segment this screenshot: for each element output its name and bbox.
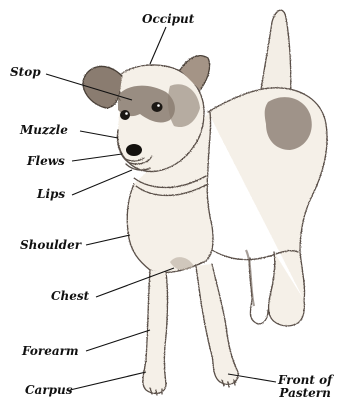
leader-line-flews (72, 154, 122, 161)
dog-body-sketch (83, 10, 327, 395)
leader-line-forearm (86, 330, 150, 351)
label-shoulder: Shoulder (20, 239, 81, 252)
label-flews: Flews (27, 155, 65, 168)
leader-line-shoulder (86, 235, 130, 245)
label-forearm: Forearm (22, 345, 79, 358)
label-front-of-pastern: Front of Pastern (278, 374, 332, 400)
label-occiput: Occiput (142, 13, 194, 26)
label-lips: Lips (37, 188, 65, 201)
label-chest: Chest (51, 290, 89, 303)
leader-line-muzzle (80, 131, 118, 138)
label-stop: Stop (10, 66, 41, 79)
label-front-of-pastern-line2: Pastern (278, 387, 332, 400)
left-eye (120, 110, 130, 120)
leader-line-lips (72, 170, 132, 195)
right-eye (152, 102, 163, 112)
leader-line-occiput (150, 27, 166, 64)
leader-line-carpus (70, 372, 146, 390)
label-muzzle: Muzzle (20, 124, 68, 137)
nose (126, 144, 142, 156)
label-carpus: Carpus (25, 384, 73, 397)
